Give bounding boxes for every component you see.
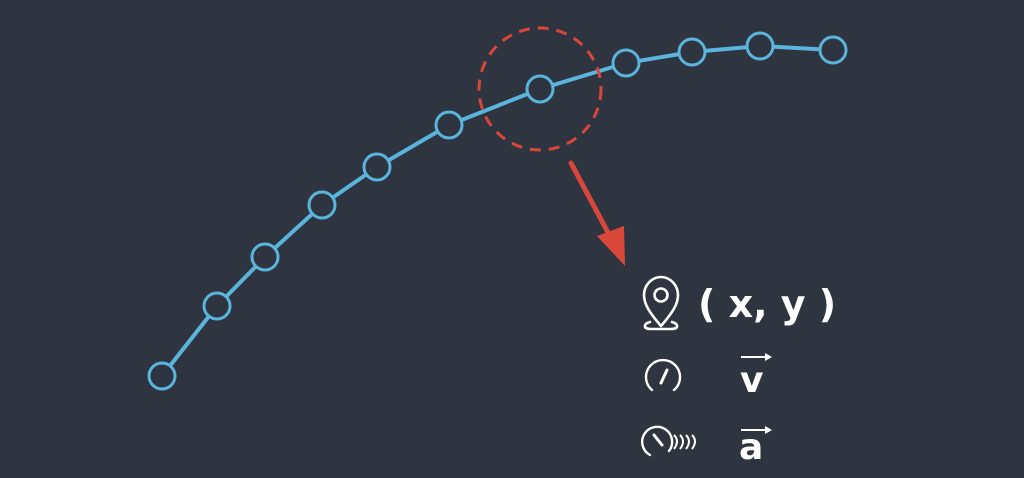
position-label: ( x, y ): [698, 282, 836, 326]
trajectory-point: [525, 74, 555, 104]
legend-velocity-row: v: [644, 353, 772, 401]
trajectory-point: [362, 152, 392, 182]
speedometer-icon: [644, 358, 682, 392]
velocity-symbol: v: [740, 353, 772, 401]
location-pin-icon: [642, 275, 680, 331]
trajectory-points: [147, 31, 848, 391]
highlight-arrow: [568, 160, 625, 266]
acceleration-label: a: [739, 427, 763, 468]
trajectory-point: [307, 190, 337, 220]
highlight-circle: [477, 26, 603, 152]
legend-acceleration-row: a: [640, 425, 772, 468]
trajectory-point: [611, 48, 641, 78]
trajectory: [147, 31, 848, 391]
trajectory-point: [250, 242, 280, 272]
accelerating-speedometer-icon: [640, 425, 696, 457]
acceleration-symbol: a: [739, 426, 772, 468]
trajectory-point: [818, 35, 848, 65]
trajectory-point: [202, 291, 232, 321]
legend-position-row: ( x, y ): [642, 275, 836, 331]
trajectory-point: [745, 31, 775, 61]
trajectory-line: [160, 44, 835, 378]
velocity-label: v: [740, 360, 763, 401]
trajectory-point: [677, 37, 707, 67]
trajectory-point: [434, 110, 464, 140]
trajectory-point: [147, 361, 177, 391]
